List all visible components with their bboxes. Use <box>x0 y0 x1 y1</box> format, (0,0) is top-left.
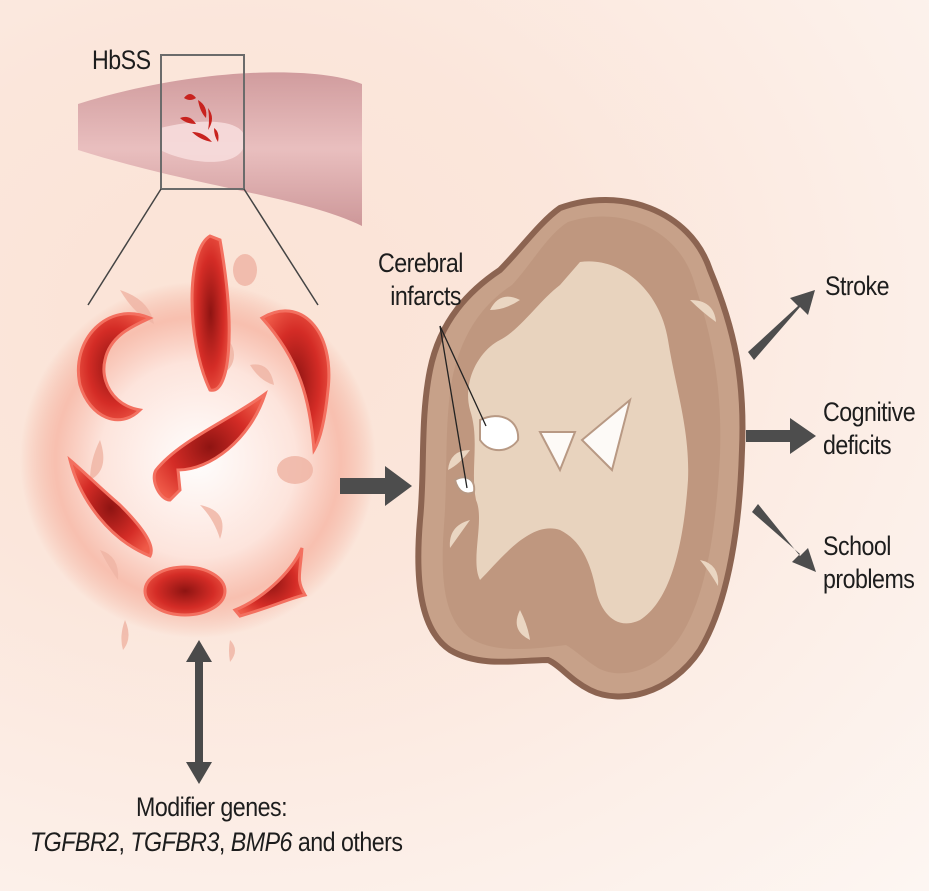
cerebral-infarcts-label: Cerebral infarcts <box>378 247 463 313</box>
gene-bmp6: BMP6 <box>231 827 292 857</box>
arrow-icon <box>748 290 815 360</box>
school-line2: problems <box>823 563 914 596</box>
modifier-genes-label: Modifier genes: <box>136 791 287 824</box>
gene-list: TGFBR2, TGFBR3, BMP6 and others <box>30 826 402 859</box>
hbss-label: HbSS <box>92 44 151 77</box>
school-line1: School <box>823 530 914 563</box>
arrow-icon <box>746 418 816 454</box>
gene-separator: , <box>119 827 131 857</box>
arrow-icon <box>752 504 816 572</box>
cognitive-line1: Cognitive <box>823 396 915 429</box>
stroke-label: Stroke <box>825 270 889 303</box>
gene-separator: , <box>219 827 231 857</box>
school-problems-label: School problems <box>823 530 914 596</box>
brain-coronal-section-icon <box>418 200 742 697</box>
cerebral-infarcts-line2: infarcts <box>378 280 463 313</box>
cognitive-deficits-label: Cognitive deficits <box>823 396 915 462</box>
double-arrow-icon <box>186 640 212 784</box>
vessel-icon <box>78 72 362 226</box>
gene-tgfbr2: TGFBR2 <box>30 827 119 857</box>
gene-tgfbr3: TGFBR3 <box>130 827 219 857</box>
cerebral-infarcts-line1: Cerebral <box>378 247 463 280</box>
gene-tail: and others <box>292 827 403 857</box>
cognitive-line2: deficits <box>823 429 915 462</box>
